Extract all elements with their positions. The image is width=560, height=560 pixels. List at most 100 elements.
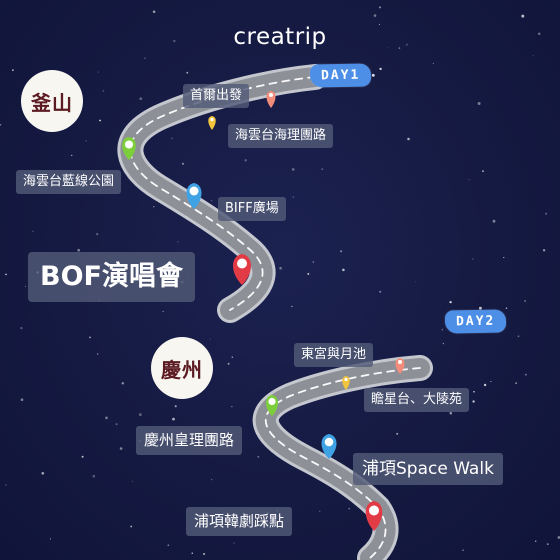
star — [449, 300, 452, 304]
star — [312, 261, 315, 263]
star — [231, 406, 233, 408]
star — [89, 336, 91, 339]
star — [468, 179, 470, 181]
star — [546, 543, 549, 545]
star — [121, 382, 125, 385]
star — [211, 479, 213, 481]
star — [186, 71, 189, 74]
day2-stop-3-label: 慶州皇理團路 — [136, 426, 243, 455]
star — [371, 73, 375, 77]
star — [85, 140, 87, 142]
star — [557, 536, 560, 539]
day1-badge: DAY1 — [309, 63, 372, 88]
star — [244, 159, 247, 162]
star — [227, 362, 230, 365]
star — [144, 57, 146, 59]
star — [231, 356, 234, 358]
day1-stop-5-label: BOF演唱會 — [28, 252, 195, 302]
star — [537, 32, 541, 36]
star — [102, 89, 105, 92]
star — [41, 471, 45, 475]
star — [280, 40, 284, 44]
star — [407, 137, 410, 141]
day2-stop-2-label: 瞻星台、大陵苑 — [364, 388, 470, 412]
star — [441, 328, 444, 331]
star — [321, 168, 323, 170]
star — [505, 307, 508, 309]
star — [174, 405, 177, 408]
star — [173, 39, 176, 43]
star — [291, 305, 293, 308]
star — [396, 432, 399, 435]
star — [20, 398, 24, 402]
day2-stop-1-label: 東宮與月池 — [294, 343, 374, 367]
star — [97, 353, 99, 355]
day1-stop-4-label: BIFF廣場 — [218, 197, 286, 221]
star — [211, 200, 213, 202]
star — [115, 423, 118, 426]
day2-badge: DAY2 — [444, 309, 507, 334]
star — [524, 300, 526, 302]
star — [515, 382, 517, 384]
star — [387, 47, 389, 49]
day2-city-badge: 慶州 — [151, 337, 213, 399]
star — [11, 69, 14, 72]
day1-stop-1-label: 首爾出發 — [183, 84, 250, 108]
star — [319, 510, 321, 512]
day2-stop-5-label: 浦項韓劇踩點 — [186, 507, 293, 536]
star — [130, 525, 133, 528]
star — [373, 14, 377, 17]
star — [81, 455, 84, 458]
star — [532, 55, 534, 57]
star — [378, 6, 382, 9]
blue-pin-icon — [321, 434, 337, 459]
star — [442, 342, 445, 345]
star — [203, 553, 206, 555]
star — [482, 170, 484, 172]
blue-pin-icon — [186, 183, 202, 209]
star — [379, 23, 380, 25]
star — [171, 137, 173, 140]
star — [473, 390, 475, 393]
star — [191, 552, 193, 554]
star — [340, 250, 343, 253]
star — [92, 474, 96, 478]
green-pin-icon — [122, 137, 136, 160]
star — [479, 306, 482, 310]
day1-city-badge: 釜山 — [21, 70, 83, 132]
star — [233, 542, 235, 544]
day1-stop-3-label: 海雲台藍線公園 — [16, 170, 122, 194]
star — [307, 272, 310, 275]
star — [24, 285, 26, 287]
orange-pin-icon — [395, 358, 405, 374]
star — [32, 230, 34, 232]
day2-stop-4-label: 浦項Space Walk — [353, 453, 503, 485]
star — [162, 310, 164, 312]
star — [0, 123, 2, 126]
green-pin-icon — [266, 395, 278, 416]
star — [534, 540, 537, 543]
star — [167, 544, 170, 547]
star — [542, 249, 546, 252]
star — [131, 480, 133, 482]
star — [414, 281, 416, 283]
brand-logo: creatrip — [233, 24, 327, 50]
star — [398, 47, 401, 49]
star — [172, 417, 175, 421]
star — [379, 290, 382, 293]
star — [517, 335, 520, 338]
star — [472, 258, 474, 260]
star — [99, 119, 102, 122]
star — [105, 416, 108, 420]
star — [432, 63, 434, 65]
red-pin-icon — [233, 254, 251, 285]
star — [545, 212, 548, 215]
star — [139, 97, 143, 101]
star — [177, 241, 179, 243]
star — [291, 168, 295, 171]
star — [342, 268, 345, 272]
day1-stop-2-label: 海雲台海理團路 — [228, 124, 334, 148]
star — [138, 413, 142, 417]
star — [181, 162, 185, 165]
